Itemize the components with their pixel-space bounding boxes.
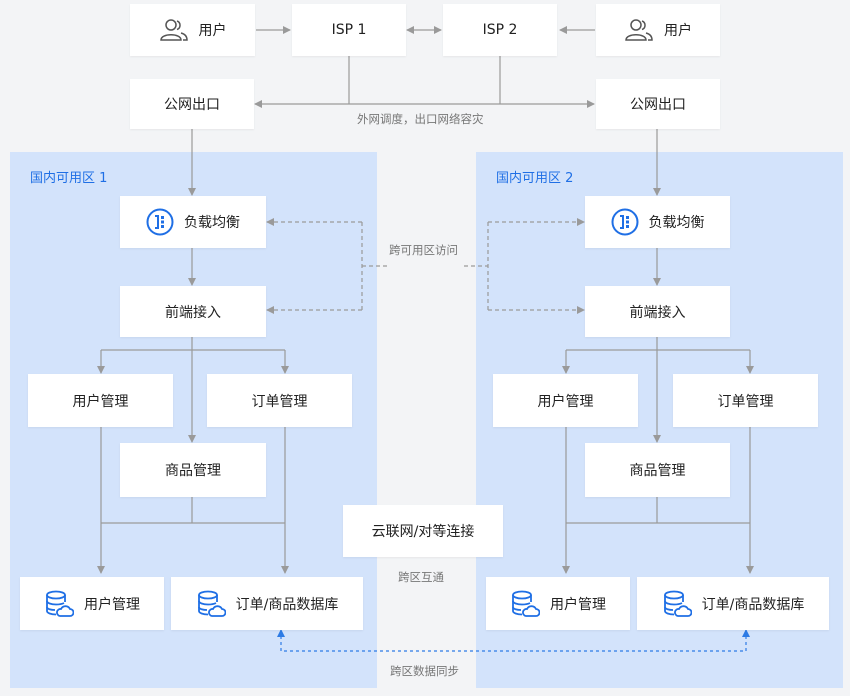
order-mgmt-left-label: 订单管理 [251, 393, 308, 410]
load-balancer-icon [146, 208, 174, 236]
egress-left-box: 公网出口 [130, 79, 254, 129]
ccn-box: 云联网/对等连接 [343, 505, 503, 557]
order-db-left-label: 订单/商品数据库 [235, 596, 339, 613]
order-mgmt-left-box: 订单管理 [207, 374, 352, 427]
user-mgmt-left-label: 用户管理 [72, 393, 129, 410]
isp2-label: ISP 2 [482, 22, 518, 38]
lb-right-label: 负载均衡 [648, 215, 705, 231]
product-mgmt-right-box: 商品管理 [585, 443, 730, 497]
database-cloud-icon [510, 589, 540, 619]
egress-right-box: 公网出口 [596, 79, 720, 129]
cross-region-sync-note: 跨区数据同步 [390, 664, 459, 678]
user-mgmt-right-box: 用户管理 [493, 374, 638, 427]
user-db-left-label: 用户管理 [84, 596, 140, 613]
lb-left-label: 负载均衡 [184, 215, 240, 231]
isp1-box: ISP 1 [292, 4, 406, 56]
order-db-left-box: 订单/商品数据库 [171, 577, 363, 630]
zone-2-title: 国内可用区 2 [496, 171, 574, 186]
product-mgmt-left-label: 商品管理 [165, 463, 221, 479]
database-cloud-icon [662, 589, 692, 619]
database-cloud-icon [44, 589, 74, 619]
order-db-right-box: 订单/商品数据库 [637, 577, 829, 630]
frontend-right-box: 前端接入 [585, 286, 730, 337]
lb-right-box: 负载均衡 [585, 196, 730, 248]
users-icon [624, 17, 654, 43]
isp1-label: ISP 1 [331, 22, 367, 38]
cross-region-note: 跨区互通 [398, 570, 444, 584]
product-mgmt-left-box: 商品管理 [120, 443, 266, 497]
public-dispatch-note: 外网调度，出口网络容灾 [357, 112, 484, 126]
user-mgmt-right-label: 用户管理 [537, 393, 594, 410]
user-left-box: 用户 [130, 4, 255, 56]
frontend-left-label: 前端接入 [165, 304, 221, 321]
order-mgmt-right-box: 订单管理 [673, 374, 818, 427]
order-db-right-label: 订单/商品数据库 [701, 596, 805, 613]
product-mgmt-right-label: 商品管理 [629, 463, 686, 479]
user-right-label: 用户 [664, 23, 692, 39]
frontend-right-label: 前端接入 [629, 304, 686, 321]
lb-left-box: 负载均衡 [120, 196, 266, 248]
load-balancer-icon [611, 208, 639, 236]
user-right-box: 用户 [596, 4, 720, 56]
database-cloud-icon [196, 589, 226, 619]
user-db-right-box: 用户管理 [486, 577, 630, 630]
egress-left-label: 公网出口 [164, 97, 220, 113]
frontend-left-box: 前端接入 [120, 286, 266, 337]
egress-right-label: 公网出口 [630, 97, 686, 113]
ccn-label: 云联网/对等连接 [371, 524, 475, 540]
user-db-right-label: 用户管理 [550, 596, 606, 613]
order-mgmt-right-label: 订单管理 [717, 393, 774, 410]
users-icon [159, 17, 189, 43]
zone-1-title: 国内可用区 1 [30, 171, 108, 186]
isp2-box: ISP 2 [443, 4, 557, 56]
cross-az-access-note: 跨可用区访问 [389, 243, 458, 257]
user-db-left-box: 用户管理 [20, 577, 164, 630]
user-left-label: 用户 [198, 23, 227, 39]
user-mgmt-left-box: 用户管理 [28, 374, 173, 427]
